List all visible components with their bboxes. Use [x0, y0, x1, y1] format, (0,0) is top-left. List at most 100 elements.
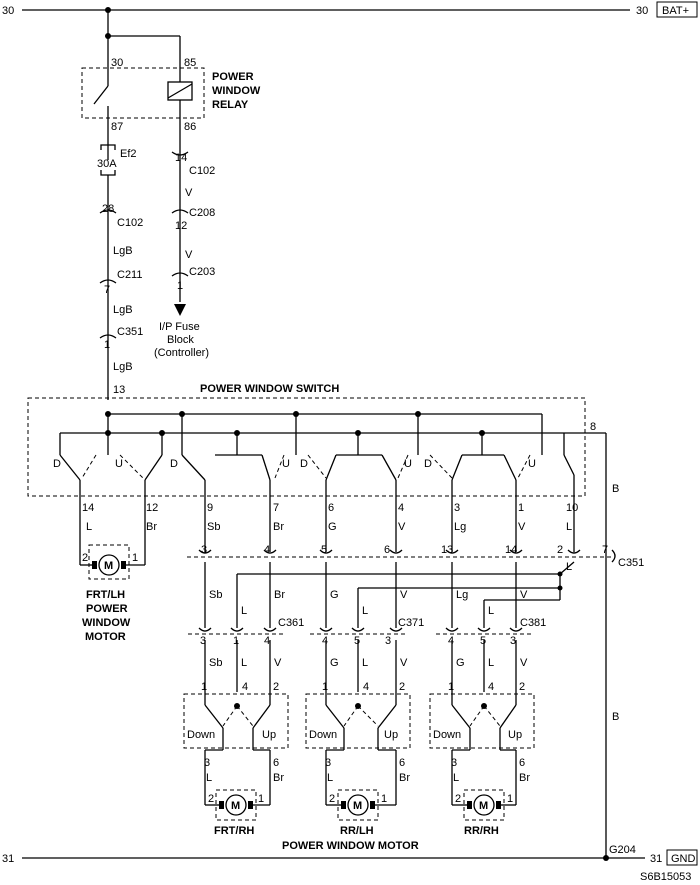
frt-lh-title-4: MOTOR — [85, 631, 126, 643]
rr-lh-out-wire-br: Br — [399, 772, 410, 784]
switch-label-d2: D — [170, 458, 178, 470]
c381-pin-3: 3 — [510, 635, 516, 647]
power-window-switch: POWER WINDOW SWITCH 8 D U D — [27, 383, 606, 497]
rr-rh-out-pin-6: 6 — [519, 757, 525, 769]
switch-pin-14: 14 — [82, 502, 94, 514]
lower-wire-v-1: V — [274, 657, 282, 669]
wire-l-bus: L — [566, 561, 572, 573]
c102-pin-14: 14 — [175, 152, 187, 164]
c351-label-bottom: C351 — [618, 557, 644, 569]
c371-pin-5: 5 — [354, 635, 360, 647]
c351-pin-6: 6 — [384, 544, 390, 556]
switch-label-u1: U — [115, 458, 123, 470]
c351-pin-1: 1 — [104, 339, 110, 351]
frt-rh-out-pin-6: 6 — [273, 757, 279, 769]
frt-lh-motor: M 2 1 FRT/LH POWER WINDOW MOTOR — [80, 544, 145, 643]
fuse-name: Ef2 — [120, 148, 137, 160]
upper-wire-lg: Lg — [456, 589, 468, 601]
rr-lh-motor-pin-1: 1 — [381, 793, 387, 805]
wire-lgb-1: LgB — [113, 245, 133, 257]
rail-30-left-label: 30 — [2, 5, 14, 17]
upper-wire-l-3: L — [488, 605, 494, 617]
frt-lh-pin-1: 1 — [132, 552, 138, 564]
lower-wire-sb: Sb — [209, 657, 222, 669]
rr-lh-motor-pin-2: 2 — [329, 793, 335, 805]
lower-wire-l-1: L — [241, 657, 247, 669]
fuse-rating: 30A — [97, 158, 117, 170]
frt-rh-down-label: Down — [187, 729, 215, 741]
lower-wire-l-2: L — [362, 657, 368, 669]
arrow-down-icon — [174, 304, 186, 316]
battery-rail: 30 30 BAT+ — [2, 1, 698, 18]
lower-wire-g-1: G — [330, 657, 339, 669]
rr-rh-sw-pin-4: 4 — [488, 681, 494, 693]
frt-rh-up-label: Up — [262, 729, 276, 741]
rail-30-right-label: 30 — [636, 5, 648, 17]
frt-rh-sw-pin-4: 4 — [242, 681, 248, 693]
c102-label-left: C102 — [117, 217, 143, 229]
c203-pin-1: 1 — [177, 280, 183, 292]
motor-icon — [347, 794, 369, 816]
c208-label: C208 — [189, 207, 215, 219]
connector-c351: 3 4 5 6 13 14 2 7 C351 — [187, 544, 644, 569]
bat-plus-label: BAT+ — [662, 5, 689, 17]
relay-pin-86: 86 — [184, 121, 196, 133]
rr-lh-out-wire-l: L — [327, 772, 333, 784]
c371-label: C371 — [398, 617, 424, 629]
rr-lh-motor-symbol: M — [353, 800, 362, 812]
frt-rh-label: FRT/RH — [214, 825, 254, 837]
wire-l-frt: L — [86, 521, 92, 533]
switch-label-u2: U — [282, 458, 290, 470]
rr-rh-sw-pin-2: 2 — [519, 681, 525, 693]
frt-rh-sw-pin-2: 2 — [273, 681, 279, 693]
wire-lg: Lg — [454, 521, 466, 533]
c351-label-top: C351 — [117, 326, 143, 338]
c211-pin-7: 7 — [104, 284, 110, 296]
wire-v: V — [398, 521, 406, 533]
rr-rh-sw-pin-1: 1 — [448, 681, 454, 693]
c351-pin-5: 5 — [321, 544, 327, 556]
c102-pin-28: 28 — [102, 203, 114, 215]
wire-l-lock: L — [566, 521, 572, 533]
switch-pin-10: 10 — [566, 502, 578, 514]
lower-wire-g-2: G — [456, 657, 465, 669]
frt-rh-motor-pin-1: 1 — [258, 793, 264, 805]
power-window-relay: 30 85 87 86 POWER WINDOW RELAY — [81, 10, 261, 160]
rr-lh-sw-pin-1: 1 — [322, 681, 328, 693]
rail-31-right-label: 31 — [650, 853, 662, 865]
fuse-block-label-1: I/P Fuse — [159, 321, 200, 333]
rr-rh-motor-symbol: M — [479, 800, 488, 812]
switch-label-u4: U — [528, 458, 536, 470]
fuse-block-label-3: (Controller) — [154, 347, 209, 359]
c351-pin-7: 7 — [602, 544, 608, 556]
upper-wire-g: G — [330, 589, 339, 601]
relay-pin-85: 85 — [184, 57, 196, 69]
rr-rh-motor-pin-2: 2 — [455, 793, 461, 805]
gnd-label: GND — [671, 853, 696, 865]
frt-rh-motor-symbol: M — [231, 800, 240, 812]
rr-rh-up-label: Up — [508, 729, 522, 741]
c208-pin-12: 12 — [175, 220, 187, 232]
upper-wire-br: Br — [274, 589, 285, 601]
wire-lgb-3: LgB — [113, 361, 133, 373]
rr-rh-out-wire-l: L — [453, 772, 459, 784]
frt-lh-title-1: FRT/LH — [86, 589, 125, 601]
c351-pin-3: 3 — [201, 544, 207, 556]
lower-wire-v-2: V — [400, 657, 408, 669]
relay-pin-87: 87 — [111, 121, 123, 133]
rear-switch-rr-lh: 1 4 2 Down Up 3 6 L Br M 2 1 RR/LH — [305, 681, 411, 837]
switch-pin-1: 1 — [518, 502, 524, 514]
controller-feed-wire: 14 C102 V C208 12 V C203 1 I/P Fuse Bloc… — [154, 150, 215, 359]
wire-sb: Sb — [207, 521, 220, 533]
frt-lh-title-2: POWER — [86, 603, 128, 615]
wire-br-frt: Br — [146, 521, 157, 533]
c351-pin-13: 13 — [441, 544, 453, 556]
lower-wire-l-3: L — [488, 657, 494, 669]
upper-wire-l-1: L — [241, 605, 247, 617]
lower-wire-v-3: V — [520, 657, 528, 669]
rear-switch-rr-rh: 1 4 2 Down Up 3 6 L Br M 2 1 RR/RH — [429, 681, 535, 837]
motor-icon — [473, 794, 495, 816]
c361-pin-4: 4 — [264, 635, 270, 647]
rr-rh-down-label: Down — [433, 729, 461, 741]
